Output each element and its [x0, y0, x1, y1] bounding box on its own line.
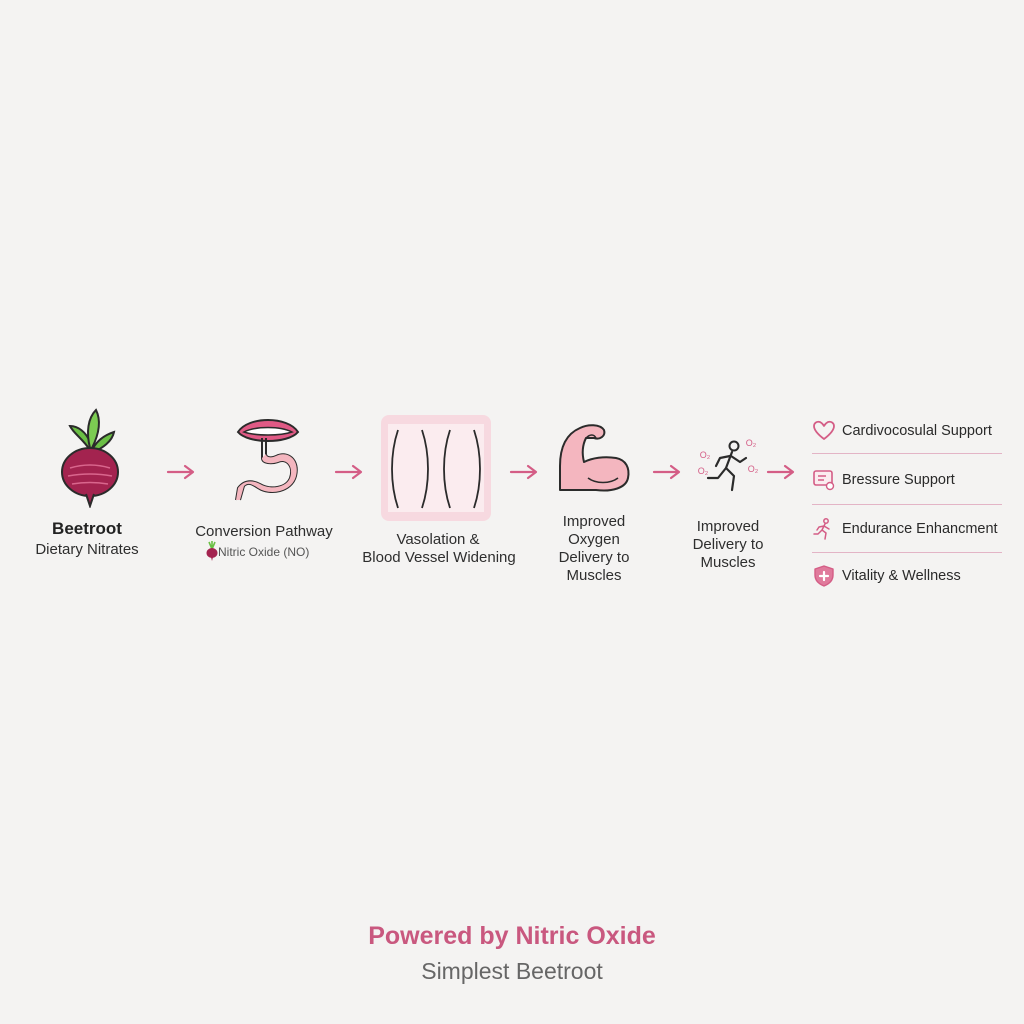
oxygen-line-4: Muscles [566, 567, 622, 584]
beetroot-title: Beetroot [52, 519, 122, 538]
oxygen-line-2: Oxygen [568, 531, 620, 548]
flexed-arm-icon [559, 424, 630, 492]
divider [812, 552, 1002, 553]
footer-title: Powered by Nitric Oxide [368, 922, 656, 950]
running-person-icon [706, 440, 748, 492]
arrow-icon [166, 464, 195, 480]
delivery-line-2: Delivery to [692, 536, 764, 553]
beetroot-icon [61, 408, 119, 508]
delivery-line-3: Muscles [700, 554, 756, 571]
monitor-icon [813, 470, 835, 491]
divider [812, 504, 1002, 505]
conversion-subtitle: Nitric Oxide (NO) [218, 545, 310, 559]
small-beetroot-icon [206, 541, 218, 561]
benefit-label: Vitality & Wellness [842, 568, 961, 584]
benefit-item: Vitality & Wellness [812, 561, 1002, 591]
benefit-item: Cardivocosulal Support [812, 416, 1002, 446]
conversion-title: Conversion Pathway [195, 523, 333, 540]
beetroot-subtitle: Dietary Nitrates [35, 541, 139, 558]
oxygen-line-3: Delivery to [558, 549, 630, 566]
benefit-label: Bressure Support [842, 472, 955, 488]
arrow-icon [652, 464, 681, 480]
mouth-stomach-icon [235, 419, 300, 501]
arrow-icon [509, 464, 538, 480]
vasolation-line-1: Vasolation & [396, 531, 480, 548]
arrow-icon [766, 464, 795, 480]
heart-icon [813, 420, 835, 440]
benefit-item: Endurance Enhancment [812, 514, 1002, 544]
vasolation-line-2: Blood Vessel Widening [362, 549, 516, 566]
oxygen-molecule-label: O₂ [699, 450, 711, 460]
benefit-label: Cardivocosulal Support [842, 423, 992, 439]
delivery-line-1: Improved [696, 518, 760, 535]
oxygen-molecule-label: O₂ [697, 466, 709, 476]
oxygen-line-1: Improved [562, 513, 626, 530]
arrow-icon [334, 464, 363, 480]
oxygen-molecule-label: O₂ [745, 438, 757, 448]
blood-vessel-icon [381, 415, 491, 521]
shield-plus-icon [814, 565, 834, 587]
benefit-label: Endurance Enhancment [842, 521, 998, 537]
footer-subtitle: Simplest Beetroot [421, 958, 603, 984]
divider [812, 453, 1002, 454]
benefit-item: Bressure Support [812, 465, 1002, 495]
runner-icon [813, 518, 830, 540]
oxygen-molecule-label: O₂ [747, 464, 759, 474]
